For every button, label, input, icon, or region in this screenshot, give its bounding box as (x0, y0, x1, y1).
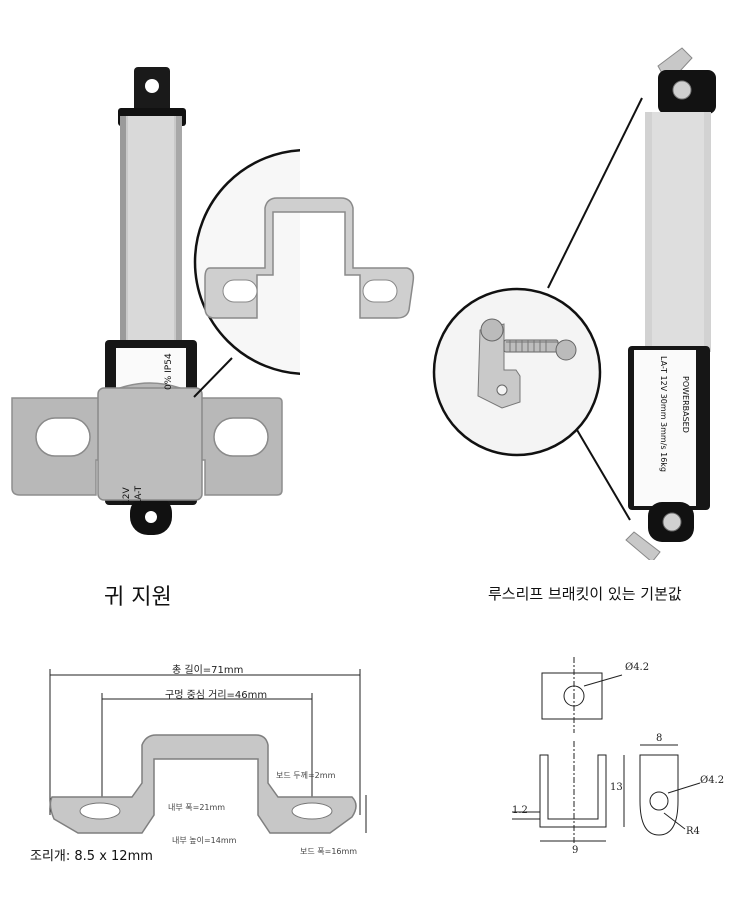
magnifier-ear-bracket (195, 150, 420, 380)
dim-slot: 조리개: 8.5 x 12mm (30, 849, 153, 864)
dim-inner-width: 내부 폭=21mm (168, 803, 226, 812)
dim-inner: 9 (572, 845, 579, 856)
dim-hole-side: Ø4.2 (700, 775, 725, 786)
dim-total-length: 총 길이=71mm (172, 665, 244, 676)
bracket-dimension-photo (30, 655, 380, 855)
dim-board-thickness: 보드 두께=2mm (276, 771, 336, 780)
dim-board-width: 보드 폭=16mm (300, 847, 358, 856)
actuator-loose-bracket-image (420, 40, 750, 560)
dim-hole-center: 구멍 중심 거리=46mm (165, 690, 268, 701)
technical-drawing (500, 655, 730, 865)
actuator-ear-mount-image (0, 40, 300, 560)
caption-loose-bracket: 루스리프 브래킷이 있는 기본값 (488, 585, 682, 603)
dim-thickness: 1.2 (512, 805, 528, 816)
dim-width: 8 (656, 733, 663, 744)
left-label-text: 0% IP54 LA-T 12V (122, 353, 174, 505)
dim-hole-top: Ø4.2 (625, 662, 650, 673)
dim-radius: R4 (686, 826, 700, 837)
right-label-text: LA-T 12V 30mm 3mm/s 16kg POWERBASED (659, 356, 690, 472)
dim-inner-height: 내부 높이=14mm (172, 836, 237, 845)
dim-height: 13 (610, 782, 623, 793)
caption-ear-support: 귀 지원 (104, 585, 172, 610)
